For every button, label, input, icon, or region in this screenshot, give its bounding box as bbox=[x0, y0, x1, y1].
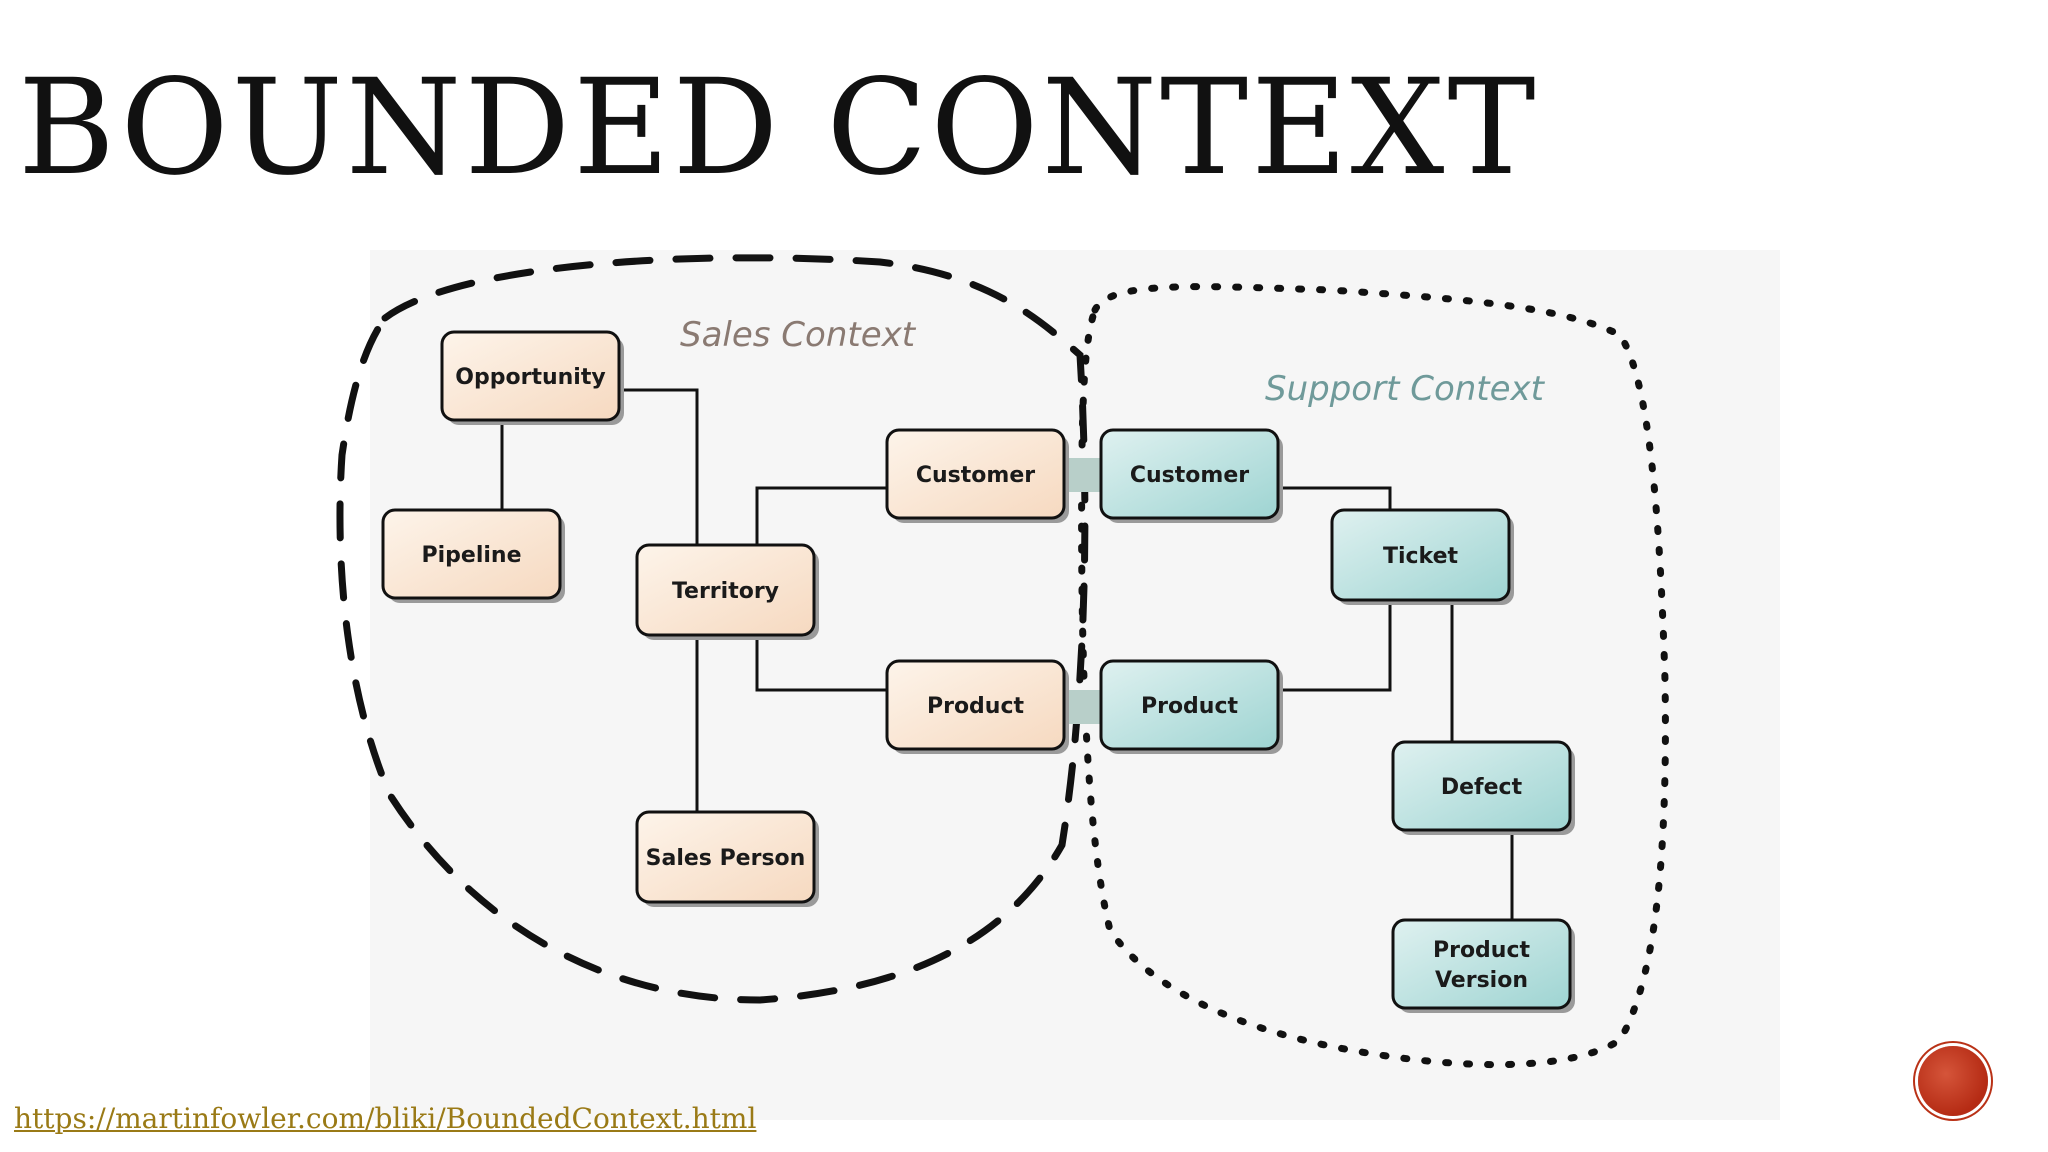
node-label: Defect bbox=[1441, 775, 1523, 800]
connector-opportunity-territory bbox=[619, 388, 699, 545]
node-box bbox=[1391, 918, 1572, 1010]
node-label: Pipeline bbox=[422, 543, 522, 568]
source-link[interactable]: https://martinfowler.com/bliki/BoundedCo… bbox=[14, 1102, 757, 1135]
node-box bbox=[635, 810, 816, 904]
node-label: Product bbox=[927, 694, 1025, 719]
support-context-label: Support Context bbox=[1265, 369, 1546, 409]
node-box bbox=[381, 508, 562, 600]
node-defect: Defect bbox=[1391, 740, 1575, 835]
node-box bbox=[885, 659, 1066, 751]
node-sales-person: Sales Person bbox=[635, 810, 819, 907]
node-label: Product bbox=[1433, 938, 1531, 963]
node-pipeline: Pipeline bbox=[381, 508, 565, 603]
node-territory: Territory bbox=[635, 543, 819, 640]
support-context-boundary bbox=[1078, 283, 1669, 1069]
connector-product-ticket bbox=[1278, 600, 1392, 692]
node-box bbox=[440, 330, 621, 422]
node-box bbox=[1099, 659, 1280, 751]
node-box bbox=[885, 428, 1066, 520]
node-label: Customer bbox=[1130, 463, 1249, 488]
node-box bbox=[1330, 508, 1511, 602]
sales-context-label: Sales Context bbox=[680, 315, 917, 355]
node-label: Product bbox=[1141, 694, 1239, 719]
connector-territory-customer bbox=[755, 486, 887, 545]
sales-context-boundary bbox=[336, 254, 1089, 1004]
connector-territory-product bbox=[755, 635, 887, 692]
node-support-customer: Customer bbox=[1099, 428, 1283, 523]
slide-nav-button[interactable] bbox=[1918, 1046, 1988, 1116]
node-sales-customer: Customer bbox=[885, 428, 1069, 523]
node-label: Sales Person bbox=[646, 846, 806, 871]
node-opportunity: Opportunity bbox=[440, 330, 624, 425]
node-box bbox=[1391, 740, 1572, 832]
node-label: Territory bbox=[672, 579, 779, 604]
node-sales-product: Product bbox=[885, 659, 1069, 754]
slide-title: BOUNDED CONTEXT bbox=[18, 51, 1539, 205]
node-box bbox=[1099, 428, 1280, 520]
node-label: Ticket bbox=[1383, 544, 1459, 569]
node-support-product: Product bbox=[1099, 659, 1283, 754]
node-label: Opportunity bbox=[455, 365, 605, 390]
connector-customer-ticket bbox=[1278, 486, 1392, 510]
node-label: Customer bbox=[916, 463, 1035, 488]
node-box bbox=[635, 543, 816, 637]
node-label: Version bbox=[1435, 968, 1528, 993]
node-ticket: Ticket bbox=[1330, 508, 1514, 605]
